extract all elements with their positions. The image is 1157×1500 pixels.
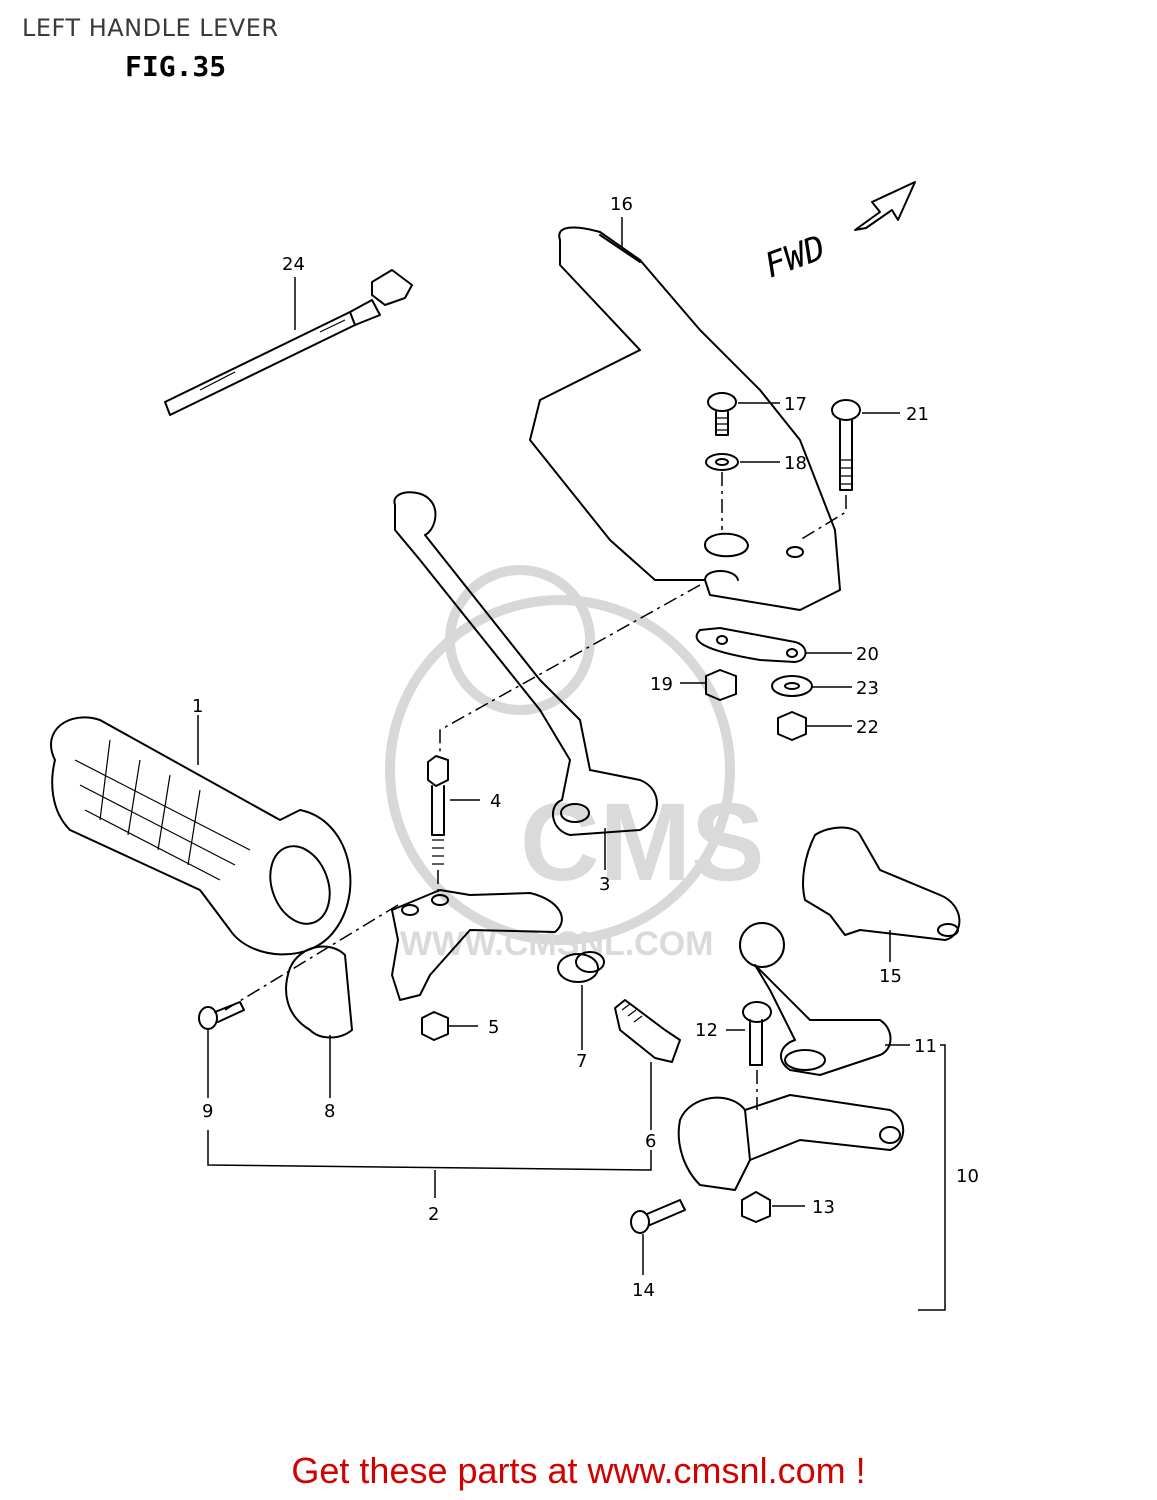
callout-19: 19 [650,674,673,695]
part-8-clamp [285,945,353,1039]
part-16-hand-guard [529,226,841,611]
part-23-washer [771,675,813,697]
part-9-screw [198,1001,245,1030]
callout-6: 6 [645,1131,656,1152]
part-1-grip [50,716,352,956]
forward-arrow: FWD [759,181,916,287]
callout-20: 20 [856,644,879,665]
callout-14: 14 [632,1280,655,1301]
callout-21: 21 [906,404,929,425]
callout-labels: 24 16 17 18 21 20 19 23 22 1 4 3 15 5 12… [192,194,979,1301]
callout-3: 3 [599,874,610,895]
callout-22: 22 [856,717,879,738]
callout-4: 4 [490,791,501,812]
callout-17: 17 [784,394,807,415]
part-22-nut [777,711,807,741]
callout-7: 7 [576,1051,587,1072]
part-5-nut [421,1011,449,1041]
callout-2: 2 [428,1204,439,1225]
part-11-lever [739,922,892,1076]
part-4-pivot-bolt [427,755,449,865]
callout-11: 11 [914,1036,937,1057]
part-3-lever [393,491,658,836]
fwd-arrow-icon [854,181,916,231]
part-15-boot [802,826,961,941]
callout-18: 18 [784,453,807,474]
part-14-screw [630,1199,686,1234]
callout-23: 23 [856,678,879,699]
callout-24: 24 [282,254,305,275]
part-10-lever-holder [677,1094,905,1191]
part-18-washer [705,453,739,471]
callout-15: 15 [879,966,902,987]
callout-16: 16 [610,194,633,215]
part-19-nut [705,669,737,701]
part-20-plate [695,627,807,663]
part-7-adjuster [557,951,605,983]
callout-13: 13 [812,1197,835,1218]
part-12-bolt [742,1001,772,1066]
fwd-label: FWD [759,228,830,287]
part-17-screw [707,392,737,436]
callout-12: 12 [695,1020,718,1041]
part-24-cable-tie [164,269,413,416]
callout-9: 9 [202,1101,213,1122]
callout-8: 8 [324,1101,335,1122]
page-title: LEFT HANDLE LEVER [22,14,279,42]
cta-link[interactable]: Get these parts at www.cmsnl.com ! [291,1450,866,1491]
callout-5: 5 [488,1017,499,1038]
part-2-lever-holder [391,889,563,1001]
callout-10: 10 [956,1166,979,1187]
part-21-bolt [831,399,861,491]
part-13-nut [741,1191,771,1223]
watermark-brand: CMS [520,781,764,904]
callout-1: 1 [192,696,203,717]
leader-lines [197,217,946,1311]
figure-number: FIG.35 [125,50,227,83]
part-6-screw [614,999,681,1063]
